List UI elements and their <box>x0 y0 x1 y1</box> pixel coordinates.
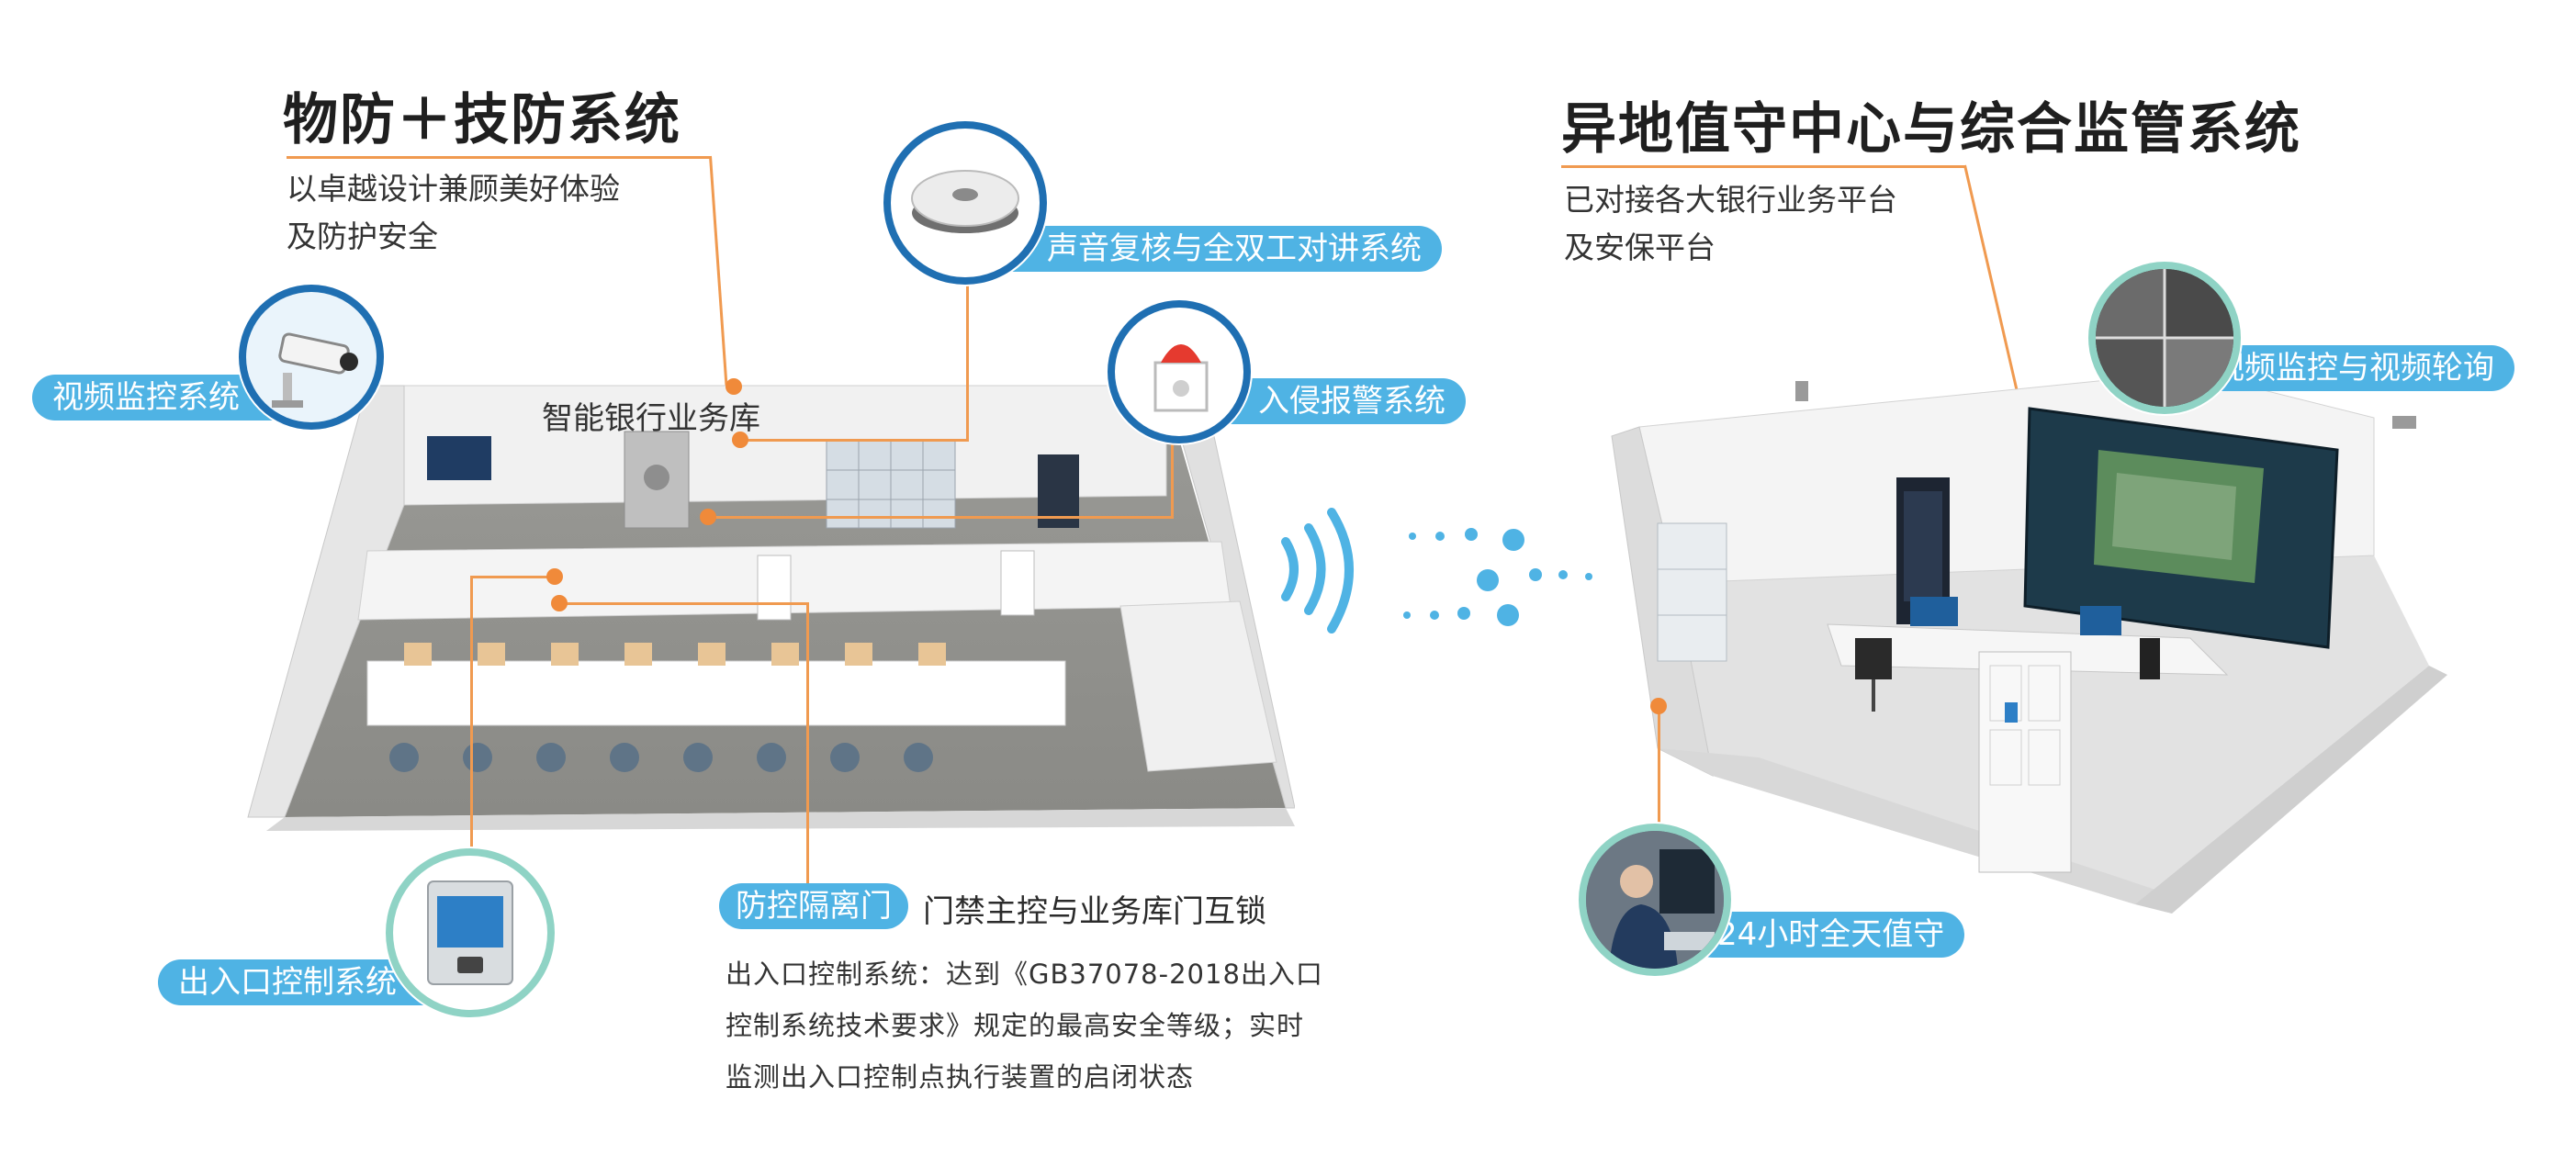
wireless-icon <box>1281 508 1592 634</box>
speaker-icon <box>891 129 1040 277</box>
leader-duty-v <box>1658 705 1660 829</box>
wall-monitor <box>427 436 491 480</box>
label-duty: 24小时全天值守 <box>1690 912 1965 958</box>
video-poll-icon <box>2096 269 2233 407</box>
leader-access-v <box>470 576 473 856</box>
leader-door-v <box>806 602 809 889</box>
leader-alarm-v <box>1171 418 1174 519</box>
right-subtitle-line-1: 已对接各大银行业务平台 <box>1564 182 1897 218</box>
right-title: 异地值守中心与综合监管系统 <box>1561 97 2301 162</box>
label-audio-system: 声音复核与全双工对讲系统 <box>973 226 1442 272</box>
control-room-scene <box>1611 371 2447 914</box>
camera-icon <box>246 292 377 422</box>
leader-dot-alarm <box>700 509 716 525</box>
leader-dot-room <box>732 432 748 448</box>
label-door-text: 门禁主控与业务库门互锁 <box>923 893 1266 930</box>
leader-dot-duty <box>1650 698 1667 714</box>
leader-title-v <box>709 155 728 386</box>
leader-dot-door <box>551 595 568 611</box>
monitor-wall-icon <box>2023 407 2339 649</box>
label-door-pill: 防控隔离门 <box>719 883 908 929</box>
left-description: 出入口控制系统：达到《GB37078-2018出入口 控制系统技术要求》规定的最… <box>726 948 1323 1103</box>
leader-title-h <box>287 156 711 159</box>
left-subtitle-line-2: 及防护安全 <box>287 219 438 254</box>
access-panel-icon <box>393 856 547 1010</box>
leader-access-h <box>470 576 553 578</box>
alarm-icon <box>1115 308 1243 436</box>
room-label: 智能银行业务库 <box>542 400 760 437</box>
leader-alarm-h <box>707 516 1174 519</box>
leader-dot-access <box>546 568 563 585</box>
desc-line-1: 出入口控制系统：达到《GB37078-2018出入口 <box>726 959 1323 990</box>
leader-audio-h <box>739 439 969 442</box>
desc-line-3: 监测出入口控制点执行装置的启闭状态 <box>726 1061 1195 1093</box>
right-subtitle: 已对接各大银行业务平台 及安保平台 <box>1564 176 1897 272</box>
leader-dot-title <box>726 378 742 395</box>
leader-audio-v <box>966 266 969 441</box>
label-access-system: 出入口控制系统 <box>158 959 461 1005</box>
leader-right-title-h <box>1561 165 1965 168</box>
left-subtitle: 以卓越设计兼顾美好体验 及防护安全 <box>287 165 620 261</box>
left-subtitle-line-1: 以卓越设计兼顾美好体验 <box>287 171 620 207</box>
counter-row <box>366 643 1066 772</box>
leader-door-h <box>560 602 808 605</box>
desc-line-2: 控制系统技术要求》规定的最高安全等级；实时 <box>726 1010 1305 1041</box>
right-subtitle-line-2: 及安保平台 <box>1564 230 1715 265</box>
bank-vault-scene <box>247 385 1295 831</box>
lockers <box>826 440 956 529</box>
operator-icon <box>1586 831 1724 969</box>
left-title: 物防＋技防系统 <box>283 88 681 152</box>
